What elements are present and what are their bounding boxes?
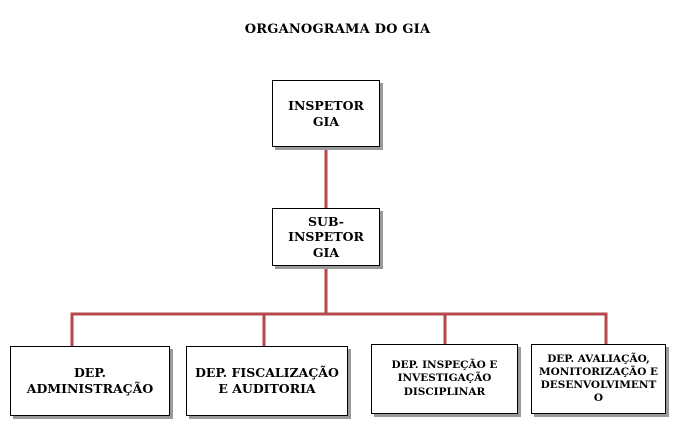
node-sub-inspector-gia: SUB- INSPETOR GIA bbox=[272, 208, 380, 266]
node-label: DISCIPLINAR bbox=[403, 385, 486, 398]
node-inspector-gia: INSPETOR GIA bbox=[272, 80, 380, 147]
node-dep-avaliacao: DEP. AVALIAÇÃO, MONITORIZAÇÃO E DESENVOL… bbox=[531, 344, 666, 414]
node-label: DEP. INSPEÇÃO E bbox=[391, 359, 498, 372]
node-label: INSPETOR bbox=[288, 97, 364, 113]
node-label: DEP. bbox=[73, 365, 107, 381]
node-label: E AUDITORIA bbox=[218, 381, 316, 396]
node-label: DESENVOLVIMENT bbox=[540, 379, 657, 391]
node-dep-inspecao: DEP. INSPEÇÃO E INVESTIGAÇÃO DISCIPLINAR bbox=[371, 344, 518, 414]
node-label: GIA bbox=[312, 113, 340, 129]
node-dep-fiscalizacao: DEP. FISCALIZAÇÃO E AUDITORIA bbox=[186, 346, 348, 416]
node-label: DEP. FISCALIZAÇÃO bbox=[195, 365, 339, 381]
node-label: ADMINISTRAÇÃO bbox=[26, 381, 154, 396]
node-label: INSPETOR bbox=[288, 229, 364, 245]
page-title: ORGANOGRAMA DO GIA bbox=[244, 22, 431, 37]
node-label: INVESTIGAÇÃO bbox=[397, 372, 492, 385]
node-label: MONITORIZAÇÃO E bbox=[539, 365, 658, 378]
node-dep-administracao: DEP. ADMINISTRAÇÃO bbox=[10, 346, 170, 416]
node-label: O bbox=[593, 392, 604, 405]
node-label: DEP. AVALIAÇÃO, bbox=[547, 352, 650, 365]
node-label: GIA bbox=[312, 244, 340, 260]
node-label: SUB- bbox=[308, 213, 344, 229]
